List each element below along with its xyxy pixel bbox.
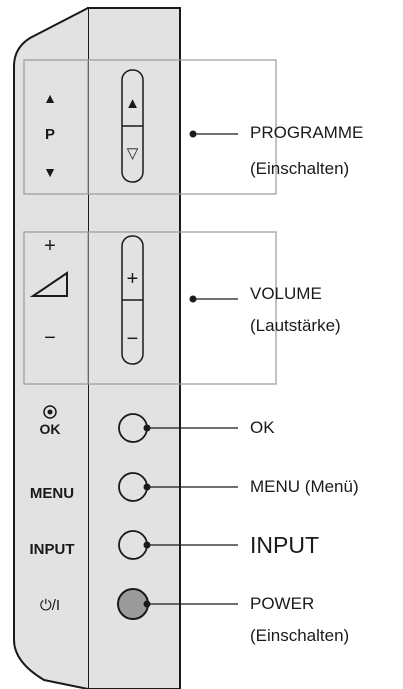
- volume-callout-subtitle: (Lautstärke): [250, 316, 341, 335]
- volume-plus-label: +: [44, 235, 56, 257]
- programme-letter-label: P: [45, 126, 55, 143]
- menu-side-label: MENU: [30, 485, 74, 502]
- ok-target-icon: [43, 405, 57, 419]
- programme-up-label: ▲: [43, 90, 57, 106]
- programme-callout-subtitle: (Einschalten): [250, 159, 350, 178]
- volume-minus-label: −: [44, 327, 56, 349]
- programme-down-button-icon: ▽: [127, 145, 139, 162]
- programme-callout-title: PROGRAMME: [250, 123, 364, 142]
- panel-bevel: [13, 7, 89, 689]
- volume-wedge-icon: [29, 271, 68, 297]
- programme-leader: [189, 130, 238, 138]
- ok-leader: [143, 424, 238, 432]
- volume-plus-button-icon: +: [127, 268, 139, 290]
- power-callout-title: POWER: [250, 594, 315, 613]
- volume-minus-button-icon: −: [127, 328, 139, 350]
- input-button[interactable]: [118, 530, 148, 560]
- programme-down-label: ▼: [43, 164, 57, 180]
- volume-leader: [189, 295, 238, 303]
- power-side-label: ⏻/I: [40, 597, 60, 614]
- ok-button[interactable]: [118, 413, 148, 443]
- ok-side-label: OK: [40, 421, 61, 437]
- menu-leader: [143, 483, 238, 491]
- programme-frame: [23, 59, 277, 195]
- menu-callout: MENU (Menü): [250, 477, 359, 496]
- menu-button[interactable]: [118, 472, 148, 502]
- input-callout: INPUT: [250, 532, 319, 558]
- input-side-label: INPUT: [30, 541, 75, 558]
- ok-callout: OK: [250, 418, 275, 437]
- volume-frame: [23, 231, 277, 385]
- programme-up-button-icon: ▲: [125, 95, 140, 112]
- input-leader: [143, 541, 238, 549]
- power-leader: [143, 600, 238, 608]
- power-callout-subtitle: (Einschalten): [250, 626, 350, 645]
- volume-callout-title: VOLUME: [250, 284, 322, 303]
